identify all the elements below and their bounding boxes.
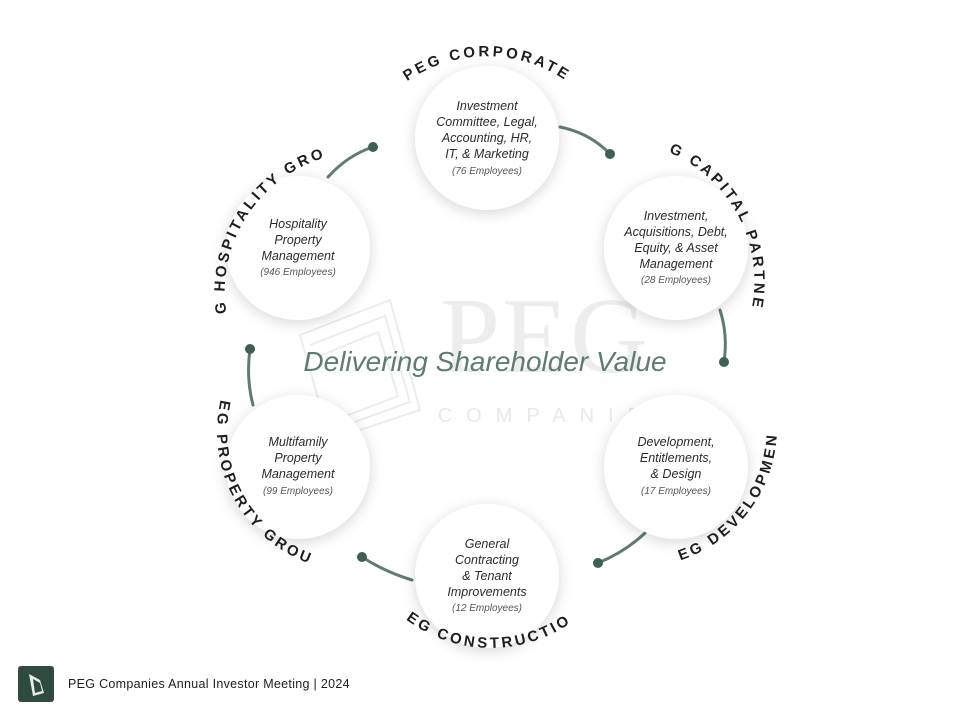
- center-title: Delivering Shareholder Value: [303, 346, 666, 377]
- node-line: Management: [262, 249, 335, 263]
- connector-dot: [593, 558, 603, 568]
- connector-construction-property: [360, 555, 414, 582]
- node-line: Management: [262, 467, 335, 481]
- node-line: Improvements: [447, 585, 526, 599]
- node-line: Hospitality: [269, 217, 327, 231]
- node-line: Investment: [456, 99, 518, 113]
- node-development: Development, Entitlements, & Design (17 …: [604, 395, 748, 539]
- node-line: Management: [640, 257, 713, 271]
- connector-dot: [245, 344, 255, 354]
- connector-dot: [368, 142, 378, 152]
- node-employees: (76 Employees): [452, 166, 522, 177]
- node-line: General: [465, 537, 511, 551]
- node-construction: General Contracting & Tenant Improvement…: [415, 504, 559, 648]
- node-line: Committee, Legal,: [436, 115, 537, 129]
- peg-logo-icon: [18, 666, 54, 702]
- watermark-logo: PEG COMPANIES: [298, 277, 683, 442]
- watermark-subtitle: COMPANIES: [438, 405, 683, 427]
- node-capital-partners: Investment, Acquisitions, Debt, Equity, …: [604, 176, 748, 320]
- node-line: Equity, & Asset: [634, 241, 718, 255]
- connector-dot: [357, 552, 367, 562]
- node-line: Property: [274, 233, 322, 247]
- node-line: IT, & Marketing: [445, 147, 529, 161]
- node-line: Investment,: [644, 209, 709, 223]
- division-labels: PEG CORPORATE PEG CAPITAL PARTNERS PEG D…: [0, 0, 778, 652]
- node-line: Development,: [637, 435, 714, 449]
- node-employees: (28 Employees): [641, 275, 711, 286]
- node-line: Contracting: [455, 553, 519, 567]
- connectors: [245, 125, 729, 582]
- connector-development-construction: [596, 531, 647, 565]
- connector-corporate-capital: [558, 125, 612, 156]
- node-line: Acquisitions, Debt,: [623, 225, 728, 239]
- node-employees: (946 Employees): [260, 267, 336, 278]
- node-employees: (99 Employees): [263, 486, 333, 497]
- connector-dot: [605, 149, 615, 159]
- node-employees: (17 Employees): [641, 486, 711, 497]
- node-corporate: Investment Committee, Legal, Accounting,…: [415, 66, 559, 210]
- node-line: Entitlements,: [640, 451, 712, 465]
- node-property-group: Multifamily Property Management (99 Empl…: [226, 395, 370, 539]
- node-employees: (12 Employees): [452, 603, 522, 614]
- connector-dot: [719, 357, 729, 367]
- node-line: Multifamily: [268, 435, 328, 449]
- footer: PEG Companies Annual Investor Meeting | …: [18, 666, 350, 702]
- node-line: & Design: [651, 467, 702, 481]
- node-line: & Tenant: [462, 569, 512, 583]
- footer-text: PEG Companies Annual Investor Meeting | …: [68, 677, 350, 691]
- connector-hospitality-corporate: [326, 145, 375, 179]
- node-line: Accounting, HR,: [441, 131, 532, 145]
- connector-property-hospitality: [247, 347, 255, 407]
- connector-capital-development: [718, 308, 727, 364]
- watermark-wordmark: PEG: [440, 277, 650, 396]
- node-hospitality-group: Hospitality Property Management (946 Emp…: [226, 176, 370, 320]
- node-line: Property: [274, 451, 322, 465]
